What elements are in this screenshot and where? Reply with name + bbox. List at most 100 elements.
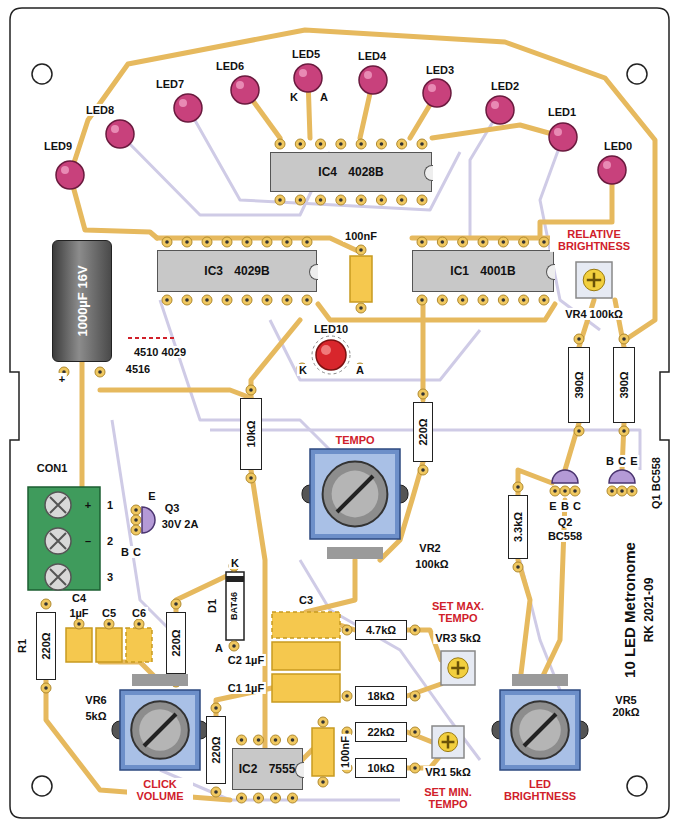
function-label: LED BRIGHTNESS [496, 778, 584, 802]
part-label: LED2 [489, 80, 521, 92]
potentiometers [112, 262, 612, 770]
part-label: BC558 [546, 530, 584, 542]
electrolytic-capacitor: 1000µF 16V [52, 240, 112, 362]
resistor-body: 220Ω [413, 402, 433, 462]
resistor-body: 4.7kΩ [355, 620, 407, 640]
part-label: LED1 [546, 106, 578, 118]
part-label: VR6 [83, 694, 108, 706]
resistor-body: 3.3kΩ [508, 495, 528, 559]
part-label: 1µF [67, 607, 90, 619]
function-label: SET MIN. TEMPO [413, 786, 483, 810]
part-label: R1 [16, 637, 28, 655]
component-value: 390Ω [573, 371, 585, 398]
mounting-holes [32, 64, 647, 796]
part-label: A [318, 91, 330, 103]
part-label: + [57, 373, 67, 385]
part-label: RK 2021-09 [643, 576, 656, 645]
component-value: IC1 4001B [450, 264, 515, 278]
part-label: E [547, 500, 558, 512]
resistor-body: 220Ω [206, 716, 226, 784]
part-label: B [604, 455, 616, 467]
part-label: D1 [206, 597, 218, 615]
part-label: C3 [297, 594, 315, 606]
part-label: + [83, 499, 93, 511]
part-label: C4 [70, 592, 88, 604]
led-symbols [56, 64, 626, 189]
part-label: 4510 4029 [132, 346, 188, 358]
part-label: C1 1µF [226, 682, 266, 694]
part-label: 5kΩ [83, 710, 108, 722]
component-value: 3.3kΩ [512, 512, 524, 542]
part-label: LED3 [424, 64, 456, 76]
part-label: C [131, 546, 143, 558]
part-label: 1 [105, 499, 115, 511]
part-label: CON1 [35, 462, 70, 474]
part-label: E [628, 455, 639, 467]
resistor-body: 10kΩ [355, 758, 407, 778]
function-label: RELATIVE BRIGHTNESS [550, 228, 638, 252]
part-label: VR5 20kΩ [600, 694, 653, 718]
part-label: C [616, 455, 628, 467]
part-label: VR3 5kΩ [433, 632, 483, 644]
part-label: BAT46 [230, 590, 240, 622]
function-label: CLICK VOLUME [127, 778, 193, 802]
component-value: IC3 4029B [204, 264, 269, 278]
function-label: TEMPO [333, 434, 376, 446]
part-label: B [559, 500, 571, 512]
part-label: LED6 [214, 60, 246, 72]
resistor-body: 220Ω [36, 612, 56, 680]
ic-body: IC3 4029B [157, 250, 317, 292]
part-label: A [354, 364, 366, 376]
part-label: LED10 [312, 323, 350, 335]
solder-pads [41, 139, 637, 803]
component-value: 1000µF 16V [75, 265, 90, 336]
resistor-body: 10kΩ [240, 398, 262, 470]
part-label: Q1 BC558 [650, 455, 662, 511]
part-label: LED8 [84, 104, 116, 116]
resistor-body: 22kΩ [355, 722, 407, 742]
part-label: LED4 [356, 50, 388, 62]
component-value: 220Ω [210, 736, 222, 763]
part-label: LED9 [42, 140, 74, 152]
component-value: 10kΩ [245, 420, 257, 447]
resistor-body: 18kΩ [355, 686, 407, 706]
board-outline [10, 8, 669, 818]
part-label: LED0 [602, 140, 634, 152]
resistor-body: 220Ω [166, 612, 186, 674]
component-value: 22kΩ [367, 726, 394, 738]
part-label: 2 [105, 535, 115, 547]
part-label: Q2 [556, 516, 575, 528]
part-label: C2 1µF [226, 654, 266, 666]
part-label: K [288, 91, 300, 103]
part-label: 4516 [124, 363, 152, 375]
led10 [312, 336, 350, 374]
resistor-body: 390Ω [613, 347, 635, 423]
part-label: A [213, 642, 225, 654]
ic-body: IC4 4028B [270, 152, 432, 192]
resistor-body: 390Ω [568, 347, 590, 423]
ic-body: IC1 4001B [412, 250, 554, 292]
part-label: LED5 [290, 48, 322, 60]
component-value: 18kΩ [367, 690, 394, 702]
part-label: VR1 5kΩ [423, 766, 473, 778]
terminal-block [28, 487, 100, 590]
component-value: 4.7kΩ [366, 624, 396, 636]
jumper-link [128, 337, 176, 339]
component-value: IC2 7555 [239, 762, 296, 776]
part-label: B [119, 546, 131, 558]
part-label: E [146, 490, 157, 502]
part-label: C5 [100, 607, 118, 619]
part-label: – [83, 535, 93, 547]
component-value: IC4 4028B [318, 165, 383, 179]
part-label: 10 LED Metronome [622, 540, 639, 680]
component-value: 220Ω [417, 418, 429, 445]
component-value: 10kΩ [367, 762, 394, 774]
part-label: VR4 100kΩ [563, 308, 625, 320]
component-value: 390Ω [618, 371, 630, 398]
top-tracks [46, 30, 655, 800]
component-value: 220Ω [40, 632, 52, 659]
diode-d1 [226, 572, 244, 640]
part-label: K [297, 364, 309, 376]
part-label: 100nF [343, 230, 379, 242]
